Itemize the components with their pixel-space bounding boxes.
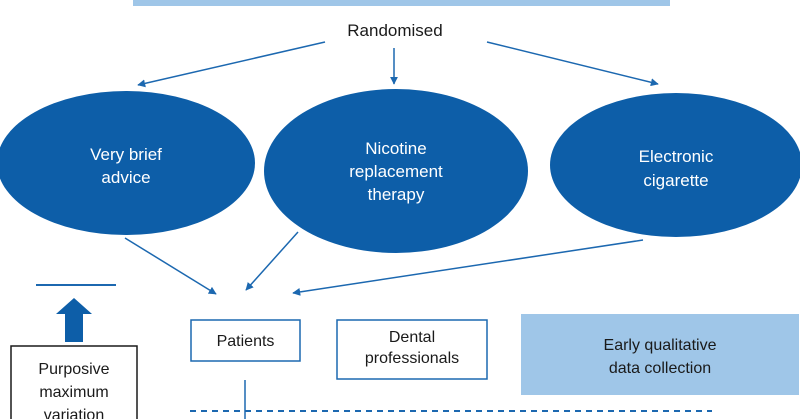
early-label-line2: data collection xyxy=(609,360,711,377)
arm-label-nrt-line1: Nicotine xyxy=(365,139,426,158)
dental-label-line2: professionals xyxy=(365,350,459,367)
arm-ellipse-very-brief-advice xyxy=(0,91,255,235)
purposive-box xyxy=(10,345,138,419)
dental-label-line1: Dental xyxy=(389,329,435,346)
arrow-vba-to-patients xyxy=(124,237,217,295)
patients-label: Patients xyxy=(217,333,275,350)
up-block-arrow xyxy=(56,298,92,342)
arrow-randomised-to-ecig xyxy=(486,41,659,87)
arm-label-vba-line2: advice xyxy=(101,168,150,187)
dental-professionals-box xyxy=(336,319,488,380)
purposive-label-line2: maximum xyxy=(39,384,108,401)
arm-label-vba-line1: Very brief xyxy=(90,145,162,164)
arrow-ecig-to-patients xyxy=(292,239,644,296)
arm-ellipse-nicotine-replacement xyxy=(264,89,528,253)
arrow-randomised-to-vba xyxy=(137,41,326,88)
early-label-line1: Early qualitative xyxy=(604,337,717,354)
arm-label-ecig-line2: cigarette xyxy=(643,171,708,190)
patients-box xyxy=(190,319,301,362)
arm-ellipse-electronic-cigarette xyxy=(550,93,800,237)
arm-label-nrt-line2: replacement xyxy=(349,162,443,181)
arrow-nrt-to-patients xyxy=(245,231,299,291)
early-qualitative-box xyxy=(521,314,799,395)
top-bar xyxy=(133,0,670,6)
purposive-label-line3: variation xyxy=(44,407,104,419)
purposive-label-line1: Purposive xyxy=(38,361,109,378)
randomised-label: Randomised xyxy=(347,21,442,40)
arm-label-nrt-line3: therapy xyxy=(368,185,425,204)
arm-label-ecig-line1: Electronic xyxy=(639,147,714,166)
